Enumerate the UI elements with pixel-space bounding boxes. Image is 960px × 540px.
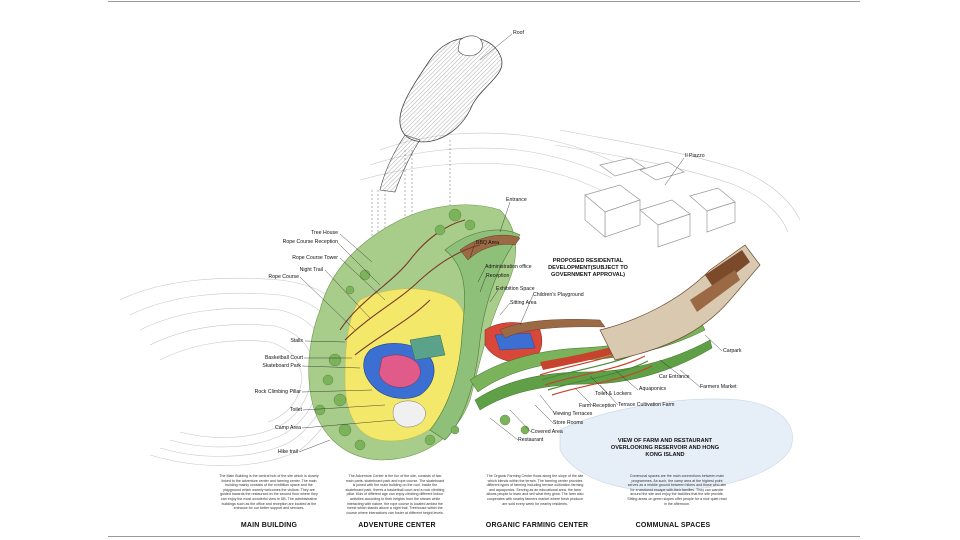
label-stalls: Stalls <box>290 338 303 344</box>
roof-shape <box>399 37 503 143</box>
label-terrace-cultivation-farm: Terrace Cultivation Farm <box>618 402 675 408</box>
label-hike-trail: Hike trail <box>277 449 298 455</box>
label-camp-area: Camp Area <box>275 425 301 431</box>
organic-farming-title: ORGANIC FARMING CENTER <box>485 522 589 529</box>
roof-top-ring <box>457 35 483 57</box>
label-reception: Reception <box>486 273 510 279</box>
label-rock-climbing-pillar: Rock Climbing Pillar <box>254 389 301 395</box>
walkway-curve <box>499 319 606 339</box>
label-bbq-area: BBQ Area <box>476 240 500 246</box>
rope-course <box>339 219 481 356</box>
leader-line <box>298 33 723 453</box>
residential-buildings <box>584 157 736 248</box>
label-restaurant: Restaurant <box>518 437 544 443</box>
skateboard-park-inner <box>378 354 421 388</box>
tree-cluster <box>314 208 530 451</box>
communal-spaces-title: COMMUNAL SPACES <box>635 522 711 529</box>
communal-spaces-description: Communal spaces are the main connections… <box>627 474 727 506</box>
camp-ring <box>392 400 426 428</box>
main-building-ribbon-outer <box>429 229 521 441</box>
label-basketball-court: Basketball Court <box>264 355 303 361</box>
label-rope-course-tower: Rope Course Tower <box>292 255 338 261</box>
roof-ramp <box>379 134 421 193</box>
label-aquaponics: Aquaponics <box>639 386 667 392</box>
label-farmers-market: Farmers Market <box>700 384 737 390</box>
label-skateboard-park: Skateboard Park <box>262 363 301 369</box>
label-il-piazzo: Il Piazzo <box>685 153 705 159</box>
residential-note: PROPOSED RESIDENTIAL DEVELOPMENT(SUBJECT… <box>548 258 628 278</box>
label-toilet: Toilet <box>289 407 302 413</box>
label-childrens-playground: Children's Playground <box>533 292 584 298</box>
bottom-rule <box>108 536 860 537</box>
label-viewing-terraces: Viewing Terraces <box>553 411 593 417</box>
view-note: VIEW OF FARM AND RESTAURANT OVERLOOKING … <box>610 438 720 458</box>
basketball-court <box>409 334 446 361</box>
label-store-rooms: Store Rooms <box>553 420 584 426</box>
main-building-ribbon-brown <box>459 234 521 261</box>
label-entrance: Entrance <box>506 197 527 203</box>
label-rope-course-reception: Rope Course Reception <box>282 239 338 245</box>
playground-blue <box>494 332 536 351</box>
carpark-band-2 <box>690 270 740 312</box>
top-rule <box>108 1 860 2</box>
label-carpark: Carpark <box>723 348 742 354</box>
label-sitting-area: Sitting Area <box>510 300 537 306</box>
adventure-center-description: The Adventure Center is the fun of the s… <box>345 474 445 515</box>
main-building-description: The Main Building is the central hub of … <box>219 474 319 511</box>
label-tree-house: Tree House <box>311 230 338 236</box>
organic-farming-description: The Organic Farming Center flows along t… <box>486 474 584 506</box>
label-roof: Roof <box>513 30 524 36</box>
terrace-cultivation-farm <box>539 344 653 396</box>
main-building-title: MAIN BUILDING <box>240 522 298 529</box>
label-farm-reception: Farm Reception <box>579 403 616 409</box>
adventure-center-title: ADVENTURE CENTER <box>358 522 436 529</box>
reservoir-water <box>559 398 793 492</box>
label-toilet-lockers: Toilet & Lockers <box>595 391 632 397</box>
label-exhibition-space: Exhibition Space <box>496 286 535 292</box>
label-rope-course: Rope Course <box>268 274 299 280</box>
label-covered-area: Covered Area <box>531 429 563 435</box>
carpark-brown-band <box>705 250 750 290</box>
label-administration-office: Administration office <box>485 264 532 270</box>
green-ribbon-2 <box>474 339 713 411</box>
label-night-trail: Night Trail <box>299 267 323 273</box>
label-car-entrance: Car Entrance <box>659 374 690 380</box>
